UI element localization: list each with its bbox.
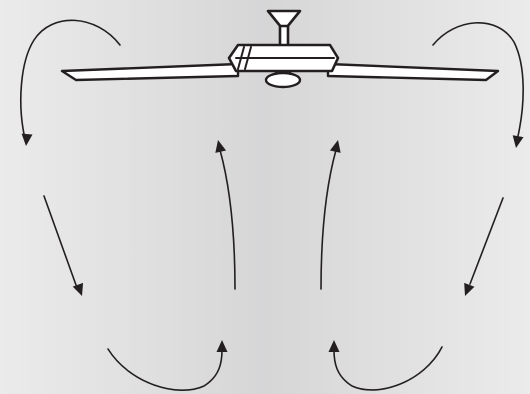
- airflow-line-center-right-up: [320, 149, 337, 290]
- airflow-curve-top-left: [20, 19, 121, 135]
- fan-downrod: [278, 24, 290, 48]
- arrowhead-icon: [328, 340, 340, 352]
- fan-blade-left: [60, 62, 240, 82]
- airflow-line-center-left-up: [219, 149, 236, 290]
- airflow-curve-top-right: [432, 22, 524, 137]
- airflow-line-left-down: [43, 195, 77, 286]
- arrowhead-icon: [512, 135, 524, 148]
- airflow-arrows: [20, 19, 524, 391]
- arrowhead-icon: [21, 133, 33, 146]
- airflow-curve-bottom-right: [333, 346, 443, 391]
- ceiling-fan-icon: [60, 9, 500, 89]
- fan-housing-slash: [244, 46, 252, 70]
- airflow-line-right-down: [469, 197, 504, 285]
- fan-light-kit: [264, 71, 302, 89]
- airflow-arrowheads: [21, 133, 524, 352]
- fan-light-stem: [275, 70, 291, 75]
- arrowhead-icon: [216, 340, 228, 352]
- arrowhead-icon: [72, 282, 84, 296]
- arrowhead-icon: [464, 282, 475, 296]
- fan-housing-slash: [237, 46, 245, 70]
- arrowhead-icon: [215, 140, 227, 153]
- arrowhead-icon: [329, 140, 341, 153]
- airflow-curve-bottom-left: [107, 348, 223, 391]
